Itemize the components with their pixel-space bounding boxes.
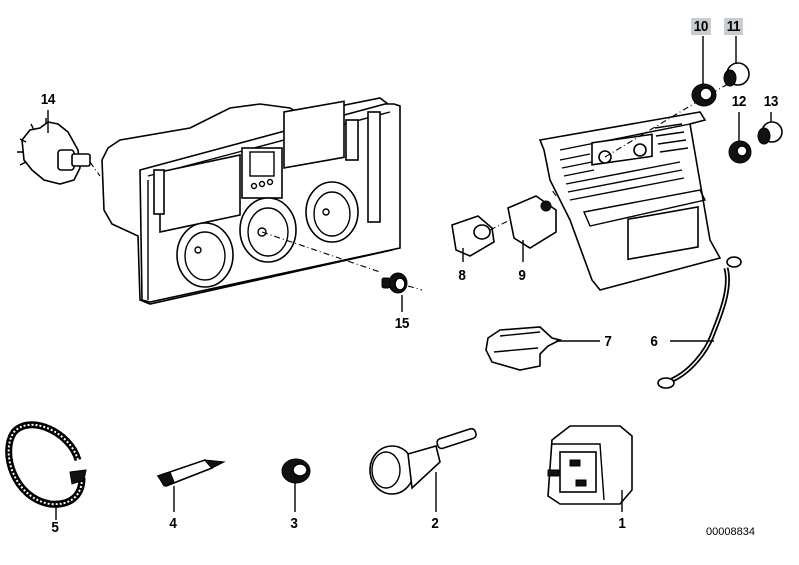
part-1-relay[interactable] — [547, 425, 633, 512]
part-14-blower-switch[interactable] — [17, 110, 101, 185]
callout-3[interactable]: 3 — [290, 515, 298, 532]
part-6-ground-cable[interactable] — [657, 256, 742, 389]
part-8-switch[interactable] — [451, 215, 495, 262]
callout-14[interactable]: 14 — [40, 91, 56, 108]
callout-7[interactable]: 7 — [604, 333, 612, 350]
part-12-knob-ring[interactable] — [728, 112, 752, 164]
callout-5[interactable]: 5 — [51, 519, 59, 536]
part-11-knob-cap[interactable] — [723, 36, 750, 87]
part-9-switch-housing[interactable] — [489, 189, 557, 262]
part-5-hose-clamp[interactable] — [5, 421, 87, 520]
callout-2[interactable]: 2 — [431, 515, 439, 532]
part-4-festoon-bulb[interactable] — [156, 459, 226, 512]
part-7-spring-clip[interactable] — [485, 326, 600, 371]
callout-1[interactable]: 1 — [618, 515, 626, 532]
callout-4[interactable]: 4 — [169, 515, 177, 532]
part-10-knob-ring[interactable] — [691, 36, 717, 107]
callout-15[interactable]: 15 — [394, 315, 410, 332]
callout-10[interactable]: 10 — [691, 18, 711, 35]
callout-8[interactable]: 8 — [458, 267, 466, 284]
callout-13[interactable]: 13 — [763, 93, 779, 110]
callout-9[interactable]: 9 — [518, 267, 526, 284]
drawing-number: 00008834 — [706, 526, 755, 538]
part-13-knob-cap[interactable] — [757, 112, 783, 145]
part-2-temperature-sensor[interactable] — [369, 427, 477, 512]
callout-11[interactable]: 11 — [724, 18, 743, 35]
part-15-rotary-knob[interactable] — [381, 272, 423, 312]
center-console-trim[interactable] — [538, 79, 736, 291]
callout-12[interactable]: 12 — [731, 93, 747, 110]
heater-control-panel[interactable] — [101, 97, 401, 305]
part-3-bulb-cap[interactable] — [281, 458, 311, 512]
callout-6[interactable]: 6 — [650, 333, 658, 350]
